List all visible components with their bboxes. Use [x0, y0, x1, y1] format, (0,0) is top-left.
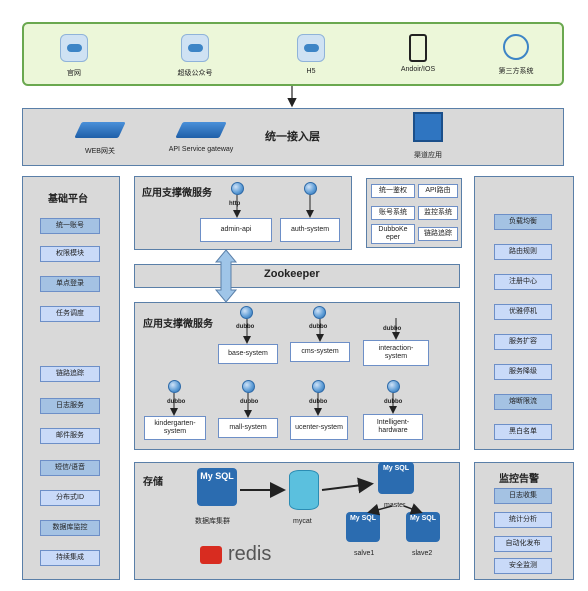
- service-node-icon: [168, 380, 181, 393]
- base-platform-item[interactable]: 任务调度: [40, 306, 100, 322]
- func-tracing[interactable]: 链路追踪: [418, 227, 458, 241]
- base-platform-item[interactable]: 日志服务: [40, 398, 100, 414]
- kindergarten-system-node[interactable]: kindergarten-system: [144, 416, 206, 440]
- base-platform-item[interactable]: 短信/语音: [40, 460, 100, 476]
- intelligent-hardware-node[interactable]: Intelligent-hardware: [363, 414, 423, 440]
- auth-system-node[interactable]: auth-system: [280, 218, 340, 242]
- gateway-title: 统一接入层: [265, 131, 320, 143]
- client-official-site[interactable]: 官网: [46, 34, 102, 82]
- governance-item[interactable]: 负载均衡: [494, 214, 552, 230]
- service-node-icon: [242, 380, 255, 393]
- interaction-system-node[interactable]: interaction-system: [363, 340, 429, 366]
- monitoring-item[interactable]: 安全监测: [494, 558, 552, 574]
- client-label: Andoir/IOS: [400, 66, 436, 73]
- governance-item[interactable]: 服务降级: [494, 364, 552, 380]
- base-platform-item[interactable]: 统一账号: [40, 218, 100, 234]
- storage-title: 存储: [143, 477, 163, 488]
- zookeeper-bar: [134, 264, 460, 288]
- base-platform-title: 基础平台: [48, 194, 88, 205]
- func-account-system[interactable]: 账号系统: [371, 206, 415, 220]
- base-platform-item[interactable]: 数据库监控: [40, 520, 100, 536]
- tablet-icon: [409, 34, 427, 62]
- mysql-cluster-label: 数据库集群: [195, 518, 230, 525]
- governance-item[interactable]: 黑白名单: [494, 424, 552, 440]
- service-node-icon: [304, 182, 317, 195]
- client-bar: [22, 22, 564, 86]
- cloud-icon: [60, 34, 88, 62]
- protocol-label: dubbo: [240, 399, 259, 405]
- master-label: master: [384, 502, 406, 509]
- base-platform-item[interactable]: 链路追踪: [40, 366, 100, 382]
- client-label: H5: [306, 68, 316, 75]
- client-label: 第三方系统: [498, 68, 534, 75]
- redis-logo-icon: [200, 546, 222, 564]
- hub-icon: [413, 112, 443, 142]
- cloud-outline-icon: [503, 34, 529, 60]
- cloud-icon: [297, 34, 325, 62]
- protocol-label: dubbo: [383, 326, 402, 332]
- base-platform-item[interactable]: 分布式ID: [40, 490, 100, 506]
- protocol-label: dubbo: [309, 399, 328, 405]
- mall-system-node[interactable]: mall-system: [218, 418, 278, 438]
- slave2-label: slave2: [412, 550, 433, 557]
- func-monitoring-system[interactable]: 监控系统: [418, 206, 458, 220]
- switch-icon: [175, 122, 227, 138]
- web-gateway-label: WEB网关: [85, 148, 115, 155]
- base-system-node[interactable]: base-system: [218, 344, 278, 364]
- api-gateway-label: API Service gateway: [168, 146, 234, 153]
- client-h5[interactable]: H5: [283, 34, 339, 82]
- mycat-label: mycat: [293, 518, 312, 525]
- governance-item[interactable]: 注册中心: [494, 274, 552, 290]
- protocol-label: dubbo: [167, 399, 186, 405]
- base-platform-item[interactable]: 单点登录: [40, 276, 100, 292]
- api-gateway[interactable]: API Service gateway: [160, 120, 242, 162]
- protocol-label: dubbo: [384, 399, 403, 405]
- governance-item[interactable]: 路由规则: [494, 244, 552, 260]
- base-platform-item[interactable]: 邮件服务: [40, 428, 100, 444]
- cloud-icon: [181, 34, 209, 62]
- client-mobile[interactable]: Andoir/IOS: [390, 34, 446, 82]
- client-label: 超级公众号: [177, 70, 213, 77]
- mysql-slave1-icon: My SQL: [346, 512, 380, 542]
- cms-system-node[interactable]: cms-system: [290, 342, 350, 362]
- mycat-icon: [289, 470, 319, 510]
- service-node-icon: [387, 380, 400, 393]
- zookeeper-label: Zookeeper: [264, 268, 320, 280]
- service-node-icon: [240, 306, 253, 319]
- admin-api-node[interactable]: admin-api: [200, 218, 272, 242]
- func-api-routing[interactable]: API路由: [418, 184, 458, 198]
- client-official-account[interactable]: 超级公众号: [167, 34, 223, 82]
- monitoring-item[interactable]: 日志收集: [494, 488, 552, 504]
- mysql-master-icon: My SQL: [378, 462, 414, 494]
- func-dubbo-keeper[interactable]: DubboKeeper: [371, 224, 415, 244]
- channel-app[interactable]: 渠道应用: [404, 112, 452, 164]
- app-services-title: 应用支撑微服务: [143, 319, 213, 330]
- redis-label: redis: [228, 543, 272, 565]
- switch-icon: [74, 122, 126, 138]
- service-node-icon: [312, 380, 325, 393]
- base-platform-item[interactable]: 权限模块: [40, 246, 100, 262]
- service-node-icon: [313, 306, 326, 319]
- governance-item[interactable]: 熔断限流: [494, 394, 552, 410]
- ucenter-system-node[interactable]: ucenter-system: [290, 416, 348, 440]
- monitoring-item[interactable]: 统计分析: [494, 512, 552, 528]
- client-label: 官网: [67, 70, 81, 77]
- monitoring-item[interactable]: 自动化发布: [494, 536, 552, 552]
- web-gateway[interactable]: WEB网关: [70, 120, 130, 162]
- base-platform-item[interactable]: 持续集成: [40, 550, 100, 566]
- service-node-icon: [231, 182, 244, 195]
- slave1-label: salve1: [354, 550, 375, 557]
- protocol-label: dubbo: [236, 324, 255, 330]
- monitoring-title: 监控告警: [499, 474, 539, 485]
- mysql-slave2-icon: My SQL: [406, 512, 440, 542]
- client-third-party[interactable]: 第三方系统: [488, 34, 544, 82]
- governance-item[interactable]: 优雅停机: [494, 304, 552, 320]
- protocol-label: dubbo: [309, 324, 328, 330]
- channel-app-label: 渠道应用: [414, 152, 442, 159]
- func-unified-auth[interactable]: 统一鉴权: [371, 184, 415, 198]
- mysql-cluster-icon: My SQL: [197, 468, 237, 506]
- support-services-title: 应用支撑微服务: [142, 188, 212, 199]
- protocol-label: http: [229, 201, 241, 207]
- governance-item[interactable]: 服务扩容: [494, 334, 552, 350]
